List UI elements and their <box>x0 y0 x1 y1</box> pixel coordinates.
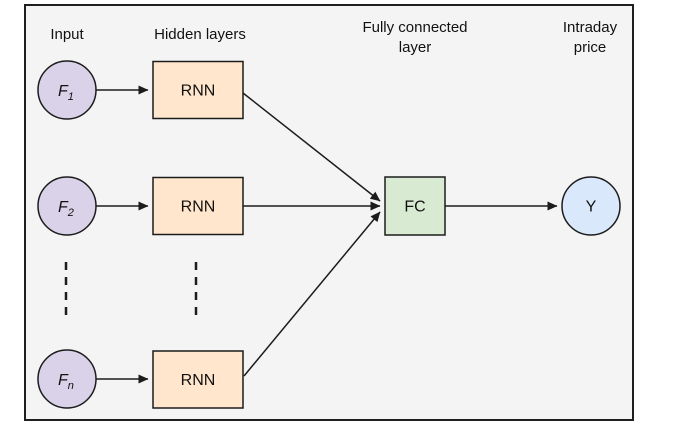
header-intraday-line1: Intraday <box>563 19 618 36</box>
output-label-y: Y <box>586 199 597 216</box>
input-circle-fn <box>37 349 97 409</box>
rnn-node-1: RNN <box>152 60 244 120</box>
fc-label: FC <box>404 199 425 216</box>
fc-box <box>384 176 446 236</box>
header-input: Input <box>50 26 84 43</box>
input-node-f1: F1 <box>37 60 97 120</box>
rnn-label-2: RNN <box>181 199 216 216</box>
output-node-y: Y <box>561 176 621 236</box>
rnn-box-1 <box>152 60 244 120</box>
rnn-label-1: RNN <box>181 83 216 100</box>
rnn-label-3: RNN <box>181 372 216 389</box>
fc-node: FC <box>384 176 446 236</box>
input-circle-f2 <box>37 176 97 236</box>
rnn-box-3 <box>152 350 244 409</box>
rnn-node-2: RNN <box>152 176 244 236</box>
input-label-fn: Fn <box>58 372 74 392</box>
rnn-node-3: RNN <box>152 350 244 409</box>
arrow-rnn1-to-fc <box>242 92 381 202</box>
output-circle-y <box>561 176 621 236</box>
diagram-frame <box>24 4 634 421</box>
input-circle-f1 <box>37 60 97 120</box>
header-fully-connected-line2: layer <box>399 39 432 56</box>
input-node-fn: Fn <box>37 349 97 409</box>
header-fully-connected-line1: Fully connected <box>362 19 467 36</box>
input-label-f2: F2 <box>58 199 74 219</box>
header-intraday-line2: price <box>574 39 607 56</box>
input-label-f1: F1 <box>58 83 74 103</box>
arrow-rnn3-to-fc <box>243 211 381 377</box>
input-node-f2: F2 <box>37 176 97 236</box>
header-hidden-layers: Hidden layers <box>154 26 246 43</box>
rnn-box-2 <box>152 176 244 236</box>
